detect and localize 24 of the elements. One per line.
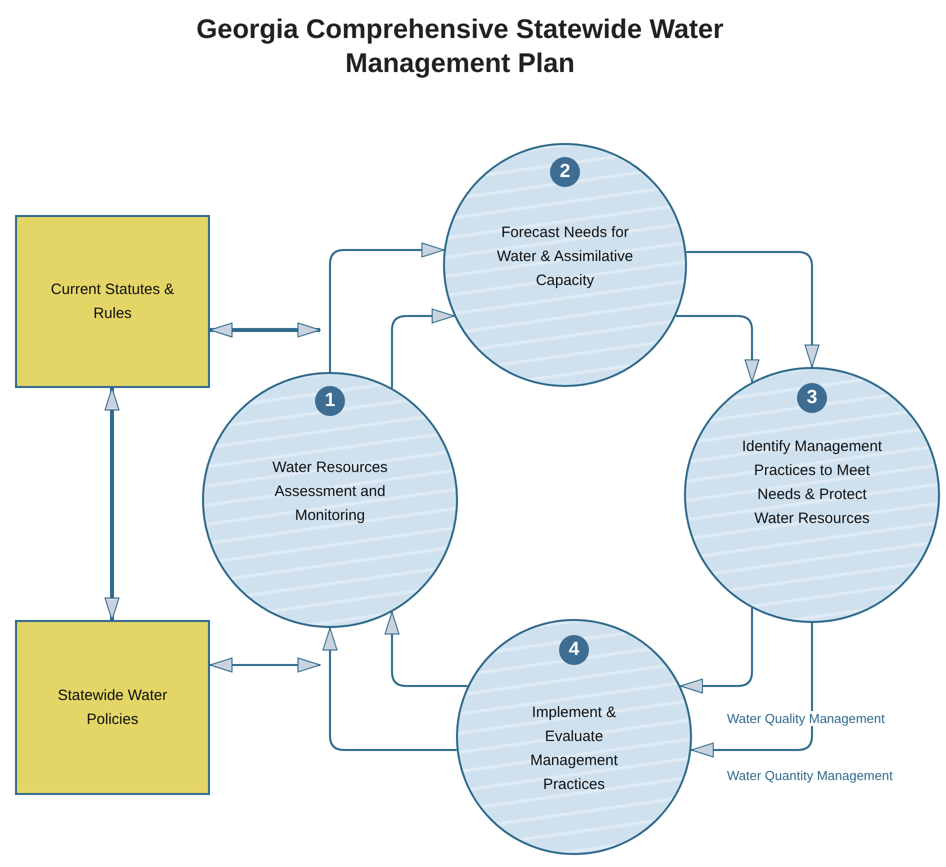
arrow (329, 242, 444, 372)
step-label: Identify Management Practices to Meet Needs & Protect Water Resources (740, 437, 884, 529)
step-label: Water Resources Assessment and Monitoring (271, 458, 389, 526)
flow-label: Water Quality Management (725, 711, 887, 726)
arrow (322, 628, 457, 751)
arrow (104, 388, 120, 620)
arrow (690, 623, 813, 758)
box-label: Current Statutes & Rules (50, 280, 176, 324)
box-label: Statewide Water Policies (56, 686, 168, 730)
flow-label: Water Quantity Management (725, 768, 895, 783)
arrow (676, 315, 760, 382)
diagram-title: Georgia Comprehensive Statewide Water Management Plan (195, 13, 725, 80)
arrow (210, 658, 320, 672)
arrow (686, 251, 820, 368)
arrow (391, 308, 455, 388)
step-number-badge: 3 (797, 383, 827, 413)
arrow (680, 608, 753, 694)
step-number-badge: 4 (559, 635, 589, 665)
step-number-badge: 1 (315, 386, 345, 416)
step-number-badge: 2 (550, 157, 580, 187)
step-label: Forecast Needs for Water & Assimilative Capacity (496, 223, 634, 291)
arrow (384, 611, 468, 687)
arrow (210, 322, 320, 338)
step-label: Implement & Evaluate Management Practices (529, 703, 619, 795)
